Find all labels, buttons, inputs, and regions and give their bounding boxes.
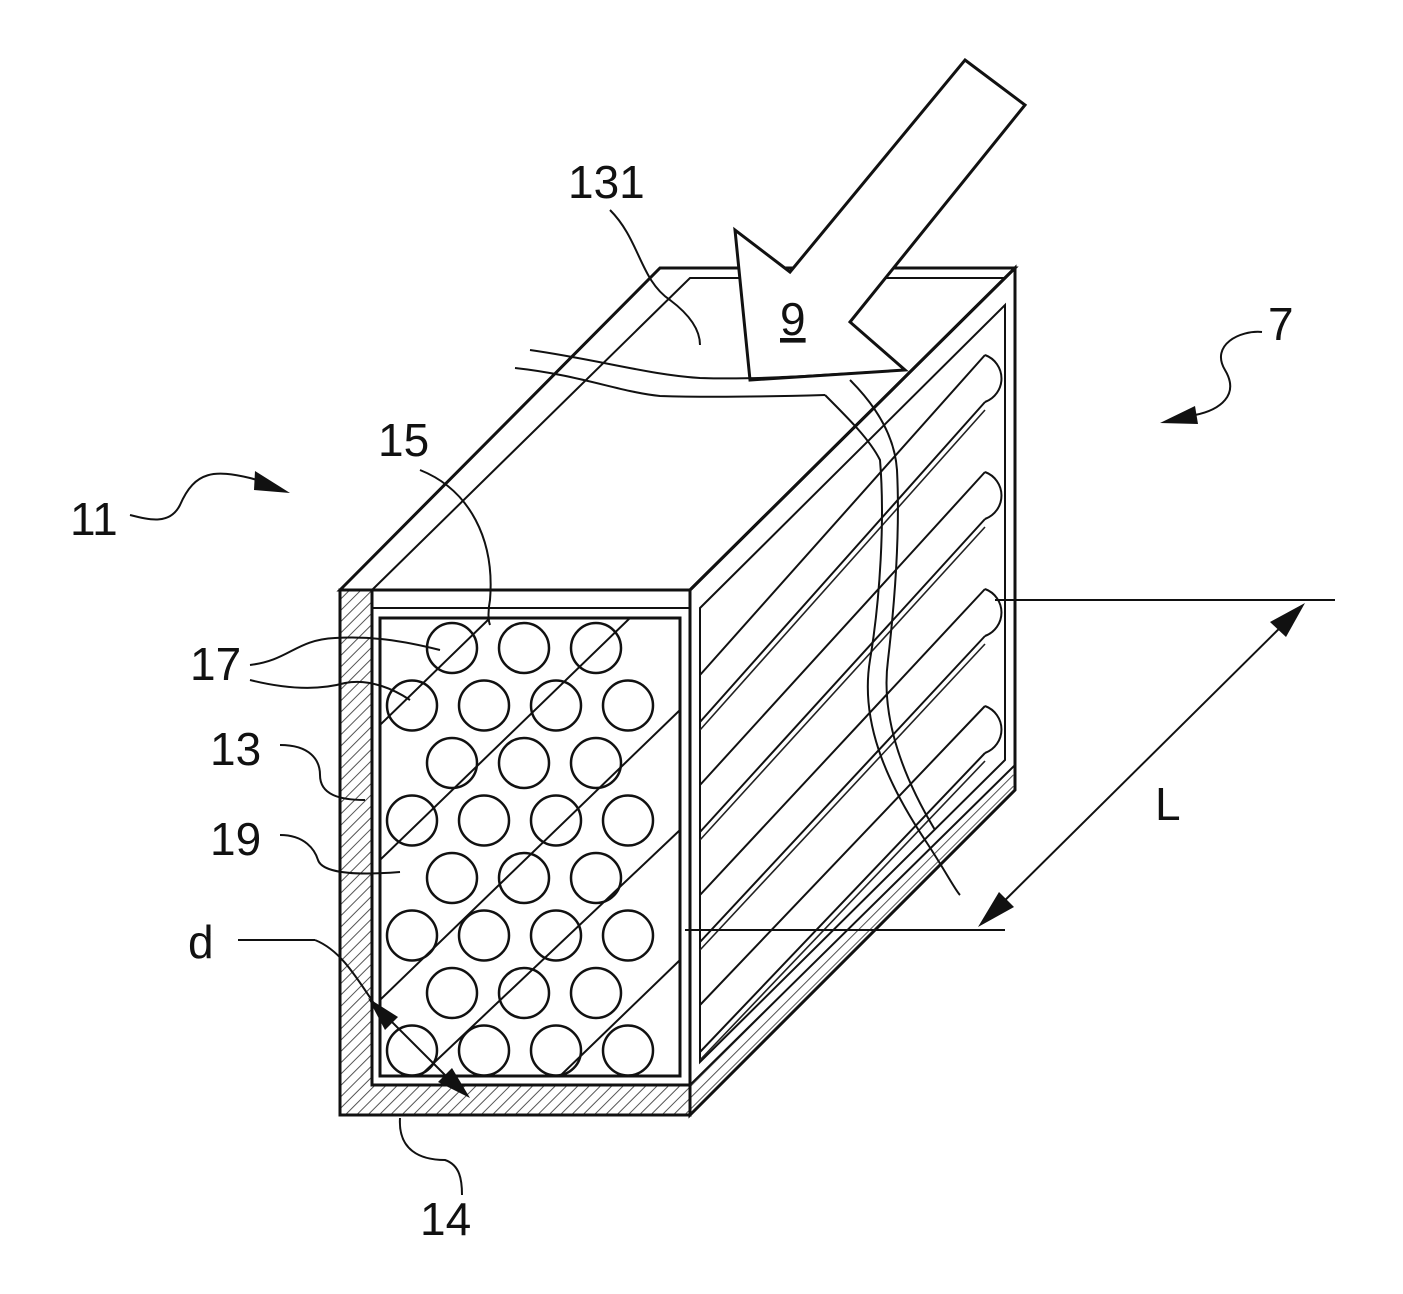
diameter-label: d bbox=[188, 916, 214, 968]
label-14: 14 bbox=[420, 1193, 471, 1245]
fiber bbox=[459, 681, 509, 731]
length-dimension: L bbox=[685, 600, 1335, 930]
fiber bbox=[571, 623, 621, 673]
label-17: 17 bbox=[190, 638, 241, 690]
leader-131 bbox=[610, 210, 700, 345]
fiber bbox=[427, 968, 477, 1018]
top-face bbox=[340, 268, 1015, 590]
arrow-11 bbox=[254, 471, 290, 493]
label-19: 19 bbox=[210, 813, 261, 865]
label-15: 15 bbox=[378, 414, 429, 466]
side-tube-end bbox=[985, 355, 1001, 402]
fiber bbox=[531, 911, 581, 961]
fiber bbox=[427, 738, 477, 788]
side-tube-edge bbox=[700, 402, 985, 722]
label-11: 11 bbox=[70, 493, 118, 545]
side-tube-end bbox=[985, 472, 1001, 519]
leader-7 bbox=[1195, 332, 1262, 415]
fiber bbox=[387, 681, 437, 731]
fiber bbox=[571, 853, 621, 903]
fiber bbox=[427, 853, 477, 903]
fiber bbox=[603, 1026, 653, 1076]
fiber bbox=[531, 1026, 581, 1076]
side-tube-shadow bbox=[700, 761, 985, 1060]
inlet-flow-arrow: 9 bbox=[735, 60, 1025, 380]
fiber bbox=[603, 796, 653, 846]
fiber bbox=[571, 968, 621, 1018]
side-tube-edge bbox=[700, 355, 985, 675]
arrow-7 bbox=[1160, 406, 1198, 424]
label-7: 7 bbox=[1268, 298, 1294, 350]
side-tube-shadow bbox=[700, 527, 985, 840]
side-tube-end bbox=[985, 589, 1001, 636]
inlet-arrow-shape bbox=[735, 60, 1025, 380]
fiber bbox=[603, 681, 653, 731]
leader-14 bbox=[400, 1118, 462, 1195]
inlet-flow-label: 9 bbox=[780, 293, 806, 345]
length-dimension-line bbox=[985, 608, 1300, 920]
side-tube-end bbox=[985, 706, 1001, 753]
label-131: 131 bbox=[568, 156, 645, 208]
fiber bbox=[387, 796, 437, 846]
fiber bbox=[499, 623, 549, 673]
label-13: 13 bbox=[210, 723, 261, 775]
fiber bbox=[499, 738, 549, 788]
fiber bbox=[459, 796, 509, 846]
leader-11 bbox=[130, 474, 275, 520]
fiber bbox=[571, 738, 621, 788]
top-face-inner-edge bbox=[372, 278, 1005, 590]
side-face bbox=[690, 268, 1015, 1115]
side-hatch-strip bbox=[690, 765, 1015, 1115]
fiber bbox=[603, 911, 653, 961]
fiber bbox=[459, 911, 509, 961]
fiber bbox=[531, 796, 581, 846]
length-label: L bbox=[1155, 778, 1181, 830]
